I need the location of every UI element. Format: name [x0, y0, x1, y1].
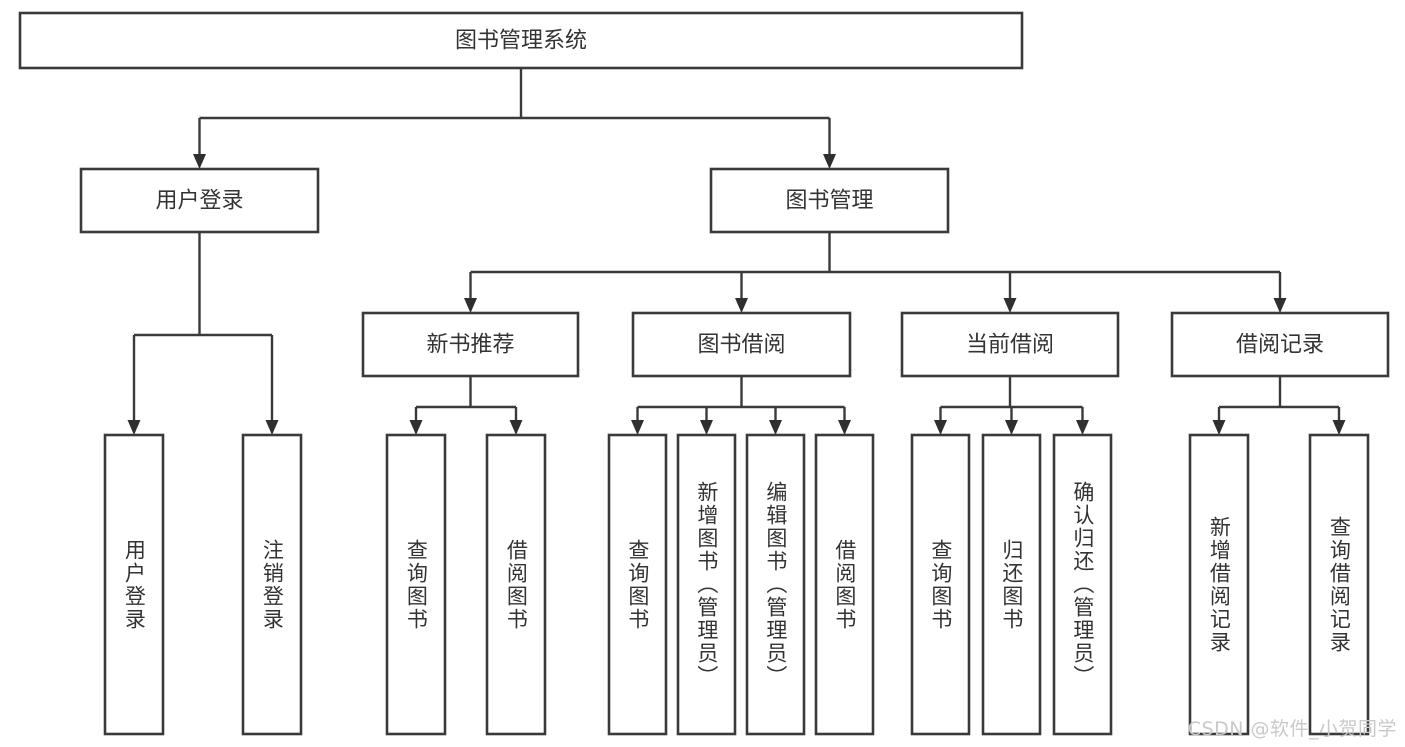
node-leaf-edit-book[interactable] [745, 433, 806, 736]
node-root-label: 图书管理系统 [455, 29, 587, 54]
node-root[interactable] [18, 11, 1024, 70]
node-leaf-confirm-return[interactable] [1052, 433, 1113, 736]
connector-arrow-icon [464, 298, 477, 313]
node-current-borrow[interactable] [900, 311, 1120, 378]
connector-arrow-icon [1076, 420, 1089, 435]
connector-arrow-icon [409, 420, 423, 435]
node-book-manage-label: 图书管理 [785, 189, 873, 214]
node-user-login[interactable] [79, 167, 320, 234]
connector-arrow-icon [700, 420, 713, 435]
node-leaf-query-borrow-record[interactable] [1308, 433, 1370, 736]
node-box-layer [18, 11, 1390, 736]
node-book-manage[interactable] [709, 167, 950, 234]
node-current-borrow-label: 当前借阅 [966, 333, 1054, 358]
node-leaf-logout[interactable] [241, 433, 303, 736]
node-user-login-label: 用户登录 [155, 189, 243, 214]
node-leaf-borrow-book-recommend[interactable] [485, 433, 547, 736]
watermark: CSDN @软件_小贺同学 [1187, 718, 1397, 740]
node-borrow-record-label: 借阅记录 [1236, 333, 1324, 358]
node-leaf-user-login[interactable] [103, 433, 165, 736]
connector-arrow-icon [631, 420, 644, 435]
connector-arrow-icon [1332, 420, 1346, 435]
node-new-book-recommend[interactable] [361, 311, 580, 378]
connector-arrow-icon [127, 420, 141, 435]
node-new-book-recommend-label: 新书推荐 [426, 333, 514, 358]
node-borrow-record[interactable] [1170, 311, 1390, 378]
connector-arrow-icon [823, 154, 836, 169]
connector-arrow-icon [1273, 298, 1287, 313]
node-leaf-return-book[interactable] [981, 433, 1042, 736]
node-leaf-add-borrow-record[interactable] [1188, 433, 1250, 736]
connector-arrow-icon [769, 420, 782, 435]
connector-arrow-icon [1005, 420, 1018, 435]
node-leaf-query-book-recommend[interactable] [385, 433, 447, 736]
node-leaf-add-book[interactable] [676, 433, 737, 736]
connector-arrow-icon [934, 420, 947, 435]
connector-arrow-icon [838, 420, 851, 435]
node-book-borrow-label: 图书借阅 [697, 333, 785, 358]
connector-arrow-icon [735, 298, 748, 313]
node-leaf-query-book-borrow[interactable] [607, 433, 668, 736]
connector-layer [127, 68, 1346, 435]
connector-arrow-icon [193, 154, 206, 169]
node-book-borrow[interactable] [631, 311, 852, 378]
node-leaf-query-book-current[interactable] [910, 433, 971, 736]
connector-arrow-icon [509, 420, 523, 435]
node-leaf-borrow-book[interactable] [814, 433, 875, 736]
connector-arrow-icon [265, 420, 279, 435]
connector-arrow-icon [1003, 298, 1017, 313]
connector-arrow-icon [1212, 420, 1226, 435]
